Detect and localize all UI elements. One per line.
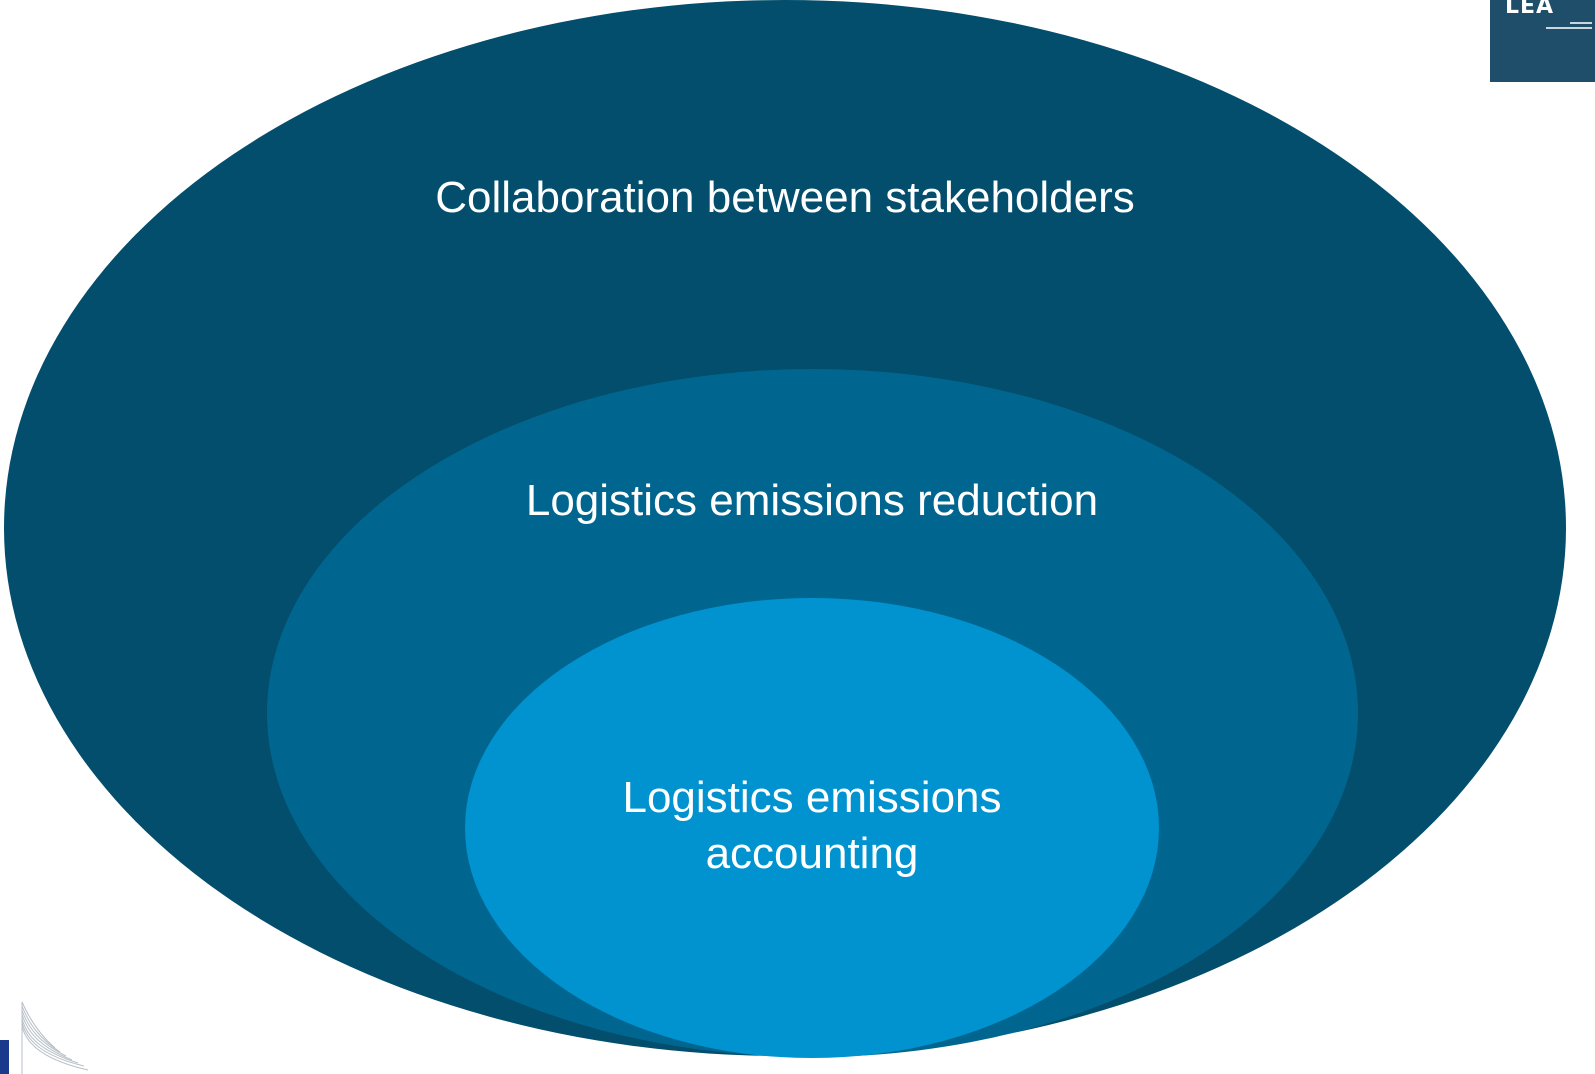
inner-ellipse-label: Logistics emissions accounting (512, 770, 1112, 882)
inner-ellipse-label-line-2: accounting (705, 829, 919, 878)
outer-ellipse-label: Collaboration between stakeholders (435, 173, 1135, 222)
european-commission-logo (0, 1001, 89, 1074)
lea-logo (1490, 0, 1595, 82)
lea-logo-subtext-graphic (1532, 22, 1592, 36)
inner-ellipse-label-line-1: Logistics emissions (622, 773, 1002, 822)
lea-logo-text: LEA (1505, 0, 1555, 19)
inner-ellipse (465, 598, 1159, 1058)
middle-ellipse-label: Logistics emissions reduction (525, 476, 1099, 525)
